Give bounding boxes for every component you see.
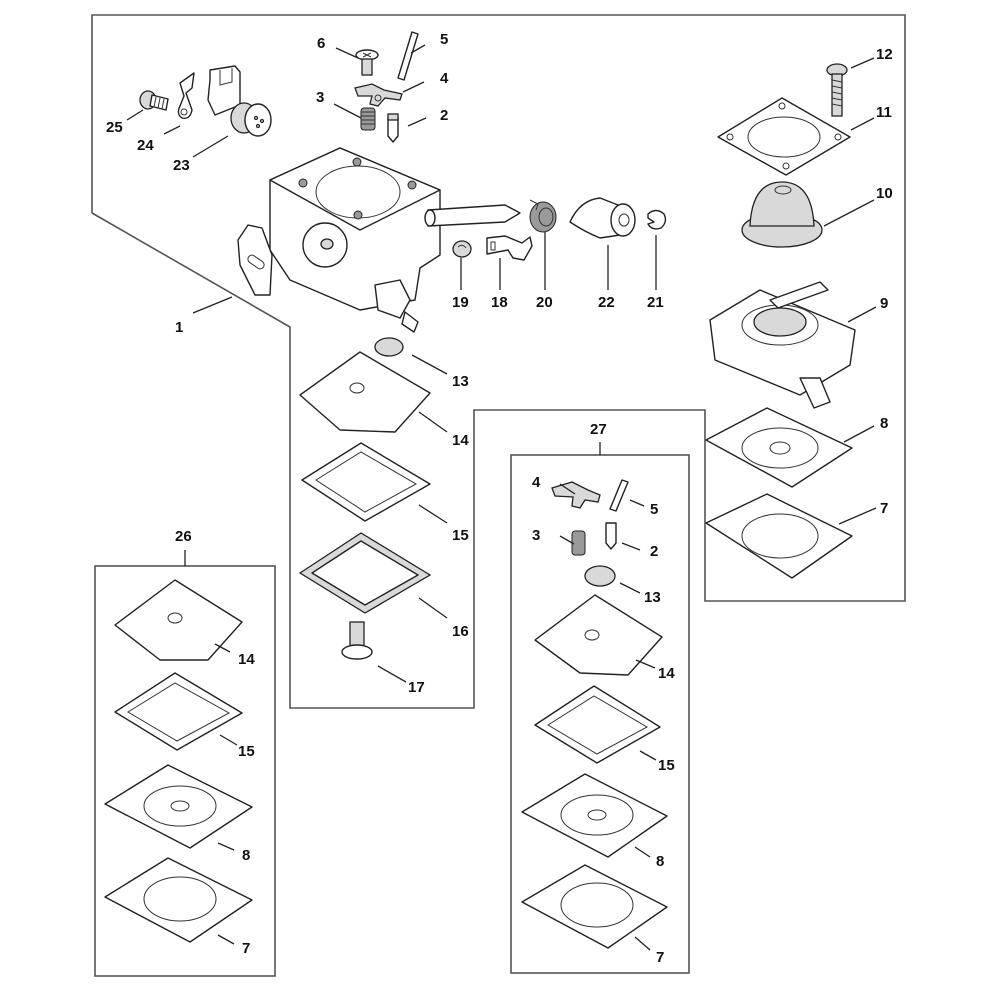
kit-27-callout-14[interactable]: 14 [658, 665, 675, 682]
callout-1[interactable]: 1 [175, 319, 183, 336]
kit-27-inlet-needle-2-part [605, 522, 617, 550]
spring-3-part [360, 107, 376, 131]
kit-27-callout-3[interactable]: 3 [532, 527, 540, 544]
lever-18-part [486, 235, 533, 261]
kit-27-inlet-control-lever-4-part [551, 481, 601, 509]
carburetor-body-1-part [237, 147, 521, 333]
gasket-7-part [705, 493, 853, 579]
callout-9[interactable]: 9 [880, 295, 888, 312]
primer-bulb-10-part [741, 181, 823, 248]
kit-27-callout-13[interactable]: 13 [644, 589, 661, 606]
kit-27-metering-diaphragm-14-part [534, 594, 663, 676]
callout-22[interactable]: 22 [598, 294, 615, 311]
kit-27-callout-2[interactable]: 2 [650, 543, 658, 560]
screw-6-part [355, 49, 379, 76]
callout-12[interactable]: 12 [876, 46, 893, 63]
callout-labels: 1 2 3 4 5 6 7 8 9 10 11 12 13 14 15 16 1… [106, 31, 893, 966]
inlet-needle-2-part [387, 113, 399, 143]
e-clip-21-part [647, 209, 667, 230]
kit-27-callout-8[interactable]: 8 [656, 853, 664, 870]
kit-27-spring-3-part [571, 530, 586, 556]
leader-lines [126, 44, 877, 951]
callout-5[interactable]: 5 [440, 31, 448, 48]
pump-diaphragm-8-part [705, 407, 853, 488]
callout-4[interactable]: 4 [440, 70, 449, 87]
callout-26[interactable]: 26 [175, 528, 192, 545]
choke-lever-22-part [569, 197, 636, 239]
metering-diaphragm-14-part [299, 351, 431, 433]
kit-27-callout-5[interactable]: 5 [650, 501, 658, 518]
solenoid-valve-23-part [207, 65, 272, 137]
main-assembly-frame [91, 14, 906, 709]
callout-19[interactable]: 19 [452, 294, 469, 311]
kit-26-metering-diaphragm-14-part [114, 579, 243, 661]
callout-14[interactable]: 14 [452, 432, 469, 449]
callout-17[interactable]: 17 [408, 679, 425, 696]
callout-3[interactable]: 3 [316, 89, 324, 106]
callout-2[interactable]: 2 [440, 107, 448, 124]
callout-20[interactable]: 20 [536, 294, 553, 311]
kit-27-pump-diaphragm-8-part [521, 773, 668, 858]
kit-26-pump-diaphragm-8-part [104, 764, 253, 849]
kit-26-callout-8[interactable]: 8 [242, 847, 250, 864]
kit-27-callout-7[interactable]: 7 [656, 949, 664, 966]
retaining-plate-11-part [717, 97, 851, 176]
screw-17-part [341, 621, 373, 660]
callout-23[interactable]: 23 [173, 157, 190, 174]
screw-12-part [826, 63, 848, 117]
kit-27-callout-15[interactable]: 15 [658, 757, 675, 774]
end-cover-9-part [709, 281, 856, 409]
callout-6[interactable]: 6 [317, 35, 325, 52]
callout-24[interactable]: 24 [137, 137, 154, 154]
screw-25-part [139, 90, 169, 111]
kit-27-pin-5-part [609, 479, 629, 512]
callout-7[interactable]: 7 [880, 500, 888, 517]
gasket-15-part [301, 442, 431, 522]
kit-27-gasket-15-part [534, 685, 661, 764]
strainer-13-part [374, 337, 404, 357]
plug-19-part [452, 240, 472, 258]
callout-18[interactable]: 18 [491, 294, 508, 311]
callout-27[interactable]: 27 [590, 421, 607, 438]
kit-27-gasket-7-part [521, 864, 668, 949]
kit-26-callout-14[interactable]: 14 [238, 651, 255, 668]
callout-8[interactable]: 8 [880, 415, 888, 432]
kit-26-callout-7[interactable]: 7 [242, 940, 250, 957]
callout-11[interactable]: 11 [876, 104, 892, 121]
callout-10[interactable]: 10 [876, 185, 893, 202]
kit-26-callout-15[interactable]: 15 [238, 743, 255, 760]
torsion-spring-20-part [529, 199, 557, 233]
cover-16-part [298, 532, 432, 614]
clip-24-part [177, 72, 195, 120]
callout-25[interactable]: 25 [106, 119, 123, 136]
kit-27-strainer-13-part [584, 565, 616, 587]
kit-26-gasket-7-part [104, 857, 253, 943]
pin-5-part [397, 31, 419, 81]
inlet-control-lever-4-part [354, 83, 403, 107]
kit-27-callout-4[interactable]: 4 [532, 474, 541, 491]
callout-21[interactable]: 21 [647, 294, 664, 311]
callout-16[interactable]: 16 [452, 623, 469, 640]
kit-26-gasket-15-part [114, 672, 243, 751]
callout-13[interactable]: 13 [452, 373, 469, 390]
callout-15[interactable]: 15 [452, 527, 469, 544]
